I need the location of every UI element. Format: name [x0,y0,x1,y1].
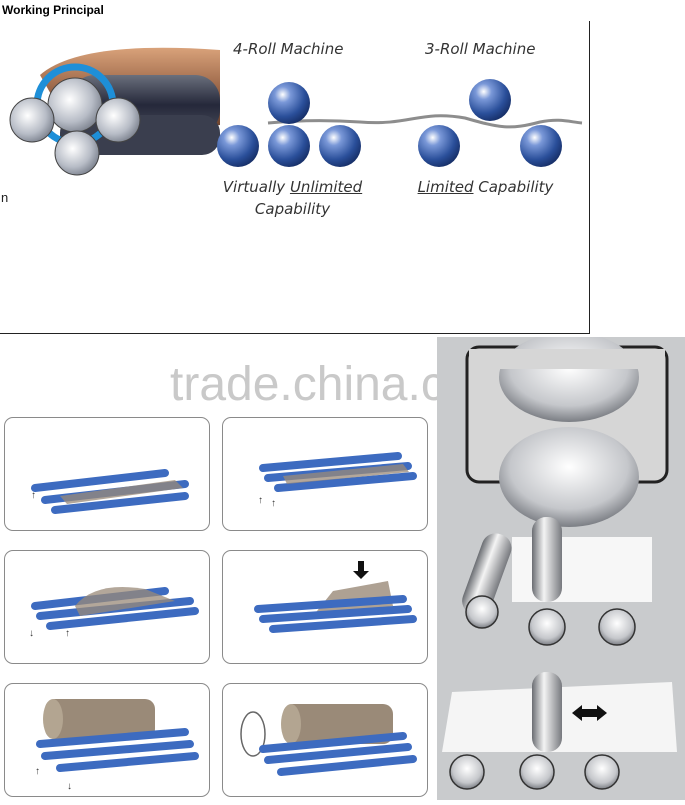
four-roll-right-ball [319,125,361,167]
angled-roll-right [532,517,562,602]
right-roll-end [96,98,140,142]
roll-end-1 [466,596,498,628]
down-arrow-icon: ↓ [29,628,34,639]
up-arrow-icon: ↑ [31,490,36,501]
roll-end-2 [529,609,565,645]
three-roll-title: 3-Roll Machine [425,40,535,58]
three-roll-right-ball [520,125,562,167]
roll-end-3 [599,609,635,645]
four-roll-left-ball [217,125,259,167]
roll-end-6 [585,755,619,789]
step-4-art [223,551,428,664]
step-6-art [223,684,428,797]
roll-end-5 [520,755,554,789]
down-arrow-icon [353,561,369,579]
sheet-line [268,116,582,127]
step-5-art: ↑ ↓ [5,684,210,797]
step-panel-2: ↑ ↑ [222,417,428,531]
upright-roll [532,672,562,752]
three-roll-caption-underline: Limited [418,178,474,196]
roll-diagram [210,70,590,175]
four-roll-caption-underline: Unlimited [290,178,362,196]
bottom-roll-end [55,131,99,175]
right-panel-art [437,337,685,800]
roll-end-4 [450,755,484,789]
watermark: trade.china.cn [170,357,472,412]
three-roll-caption: Limited Capability [398,176,573,198]
up-arrow-icon: ↑ [35,766,40,777]
four-roll-title: 4-Roll Machine [233,40,343,58]
three-roll-top-ball [469,79,511,121]
down-arrow-icon: ↓ [67,781,72,792]
stray-text: n [1,190,8,205]
up-arrow-icon: ↑ [271,498,276,509]
step-panel-3: ↓ ↑ [4,550,210,664]
page-title: Working Principal [2,3,104,17]
step-panel-4 [222,550,428,664]
step-1-art: ↑ [5,418,210,531]
step-panel-1: ↑ [4,417,210,531]
step-2-art: ↑ ↑ [223,418,428,531]
four-roll-center-ball [268,125,310,167]
step-panel-6 [222,683,428,797]
right-gray-panel [437,337,685,800]
four-roll-top-ball [268,82,310,124]
up-arrow-icon: ↑ [65,628,70,639]
three-roll-left-ball [418,125,460,167]
up-arrow-icon: ↑ [258,495,263,506]
three-roll-caption-post: Capability [474,178,554,196]
roller-illustration [0,35,225,185]
lower-roll-detail [499,427,639,527]
step-panel-5: ↑ ↓ [4,683,210,797]
four-roll-caption: Virtually Unlimited Capability [205,176,380,220]
left-roll-end [10,98,54,142]
top-roll-end [48,78,102,132]
four-roll-caption-line2: Capability [255,200,330,218]
step-3-art: ↓ ↑ [5,551,210,664]
four-roll-caption-pre: Virtually [223,178,290,196]
